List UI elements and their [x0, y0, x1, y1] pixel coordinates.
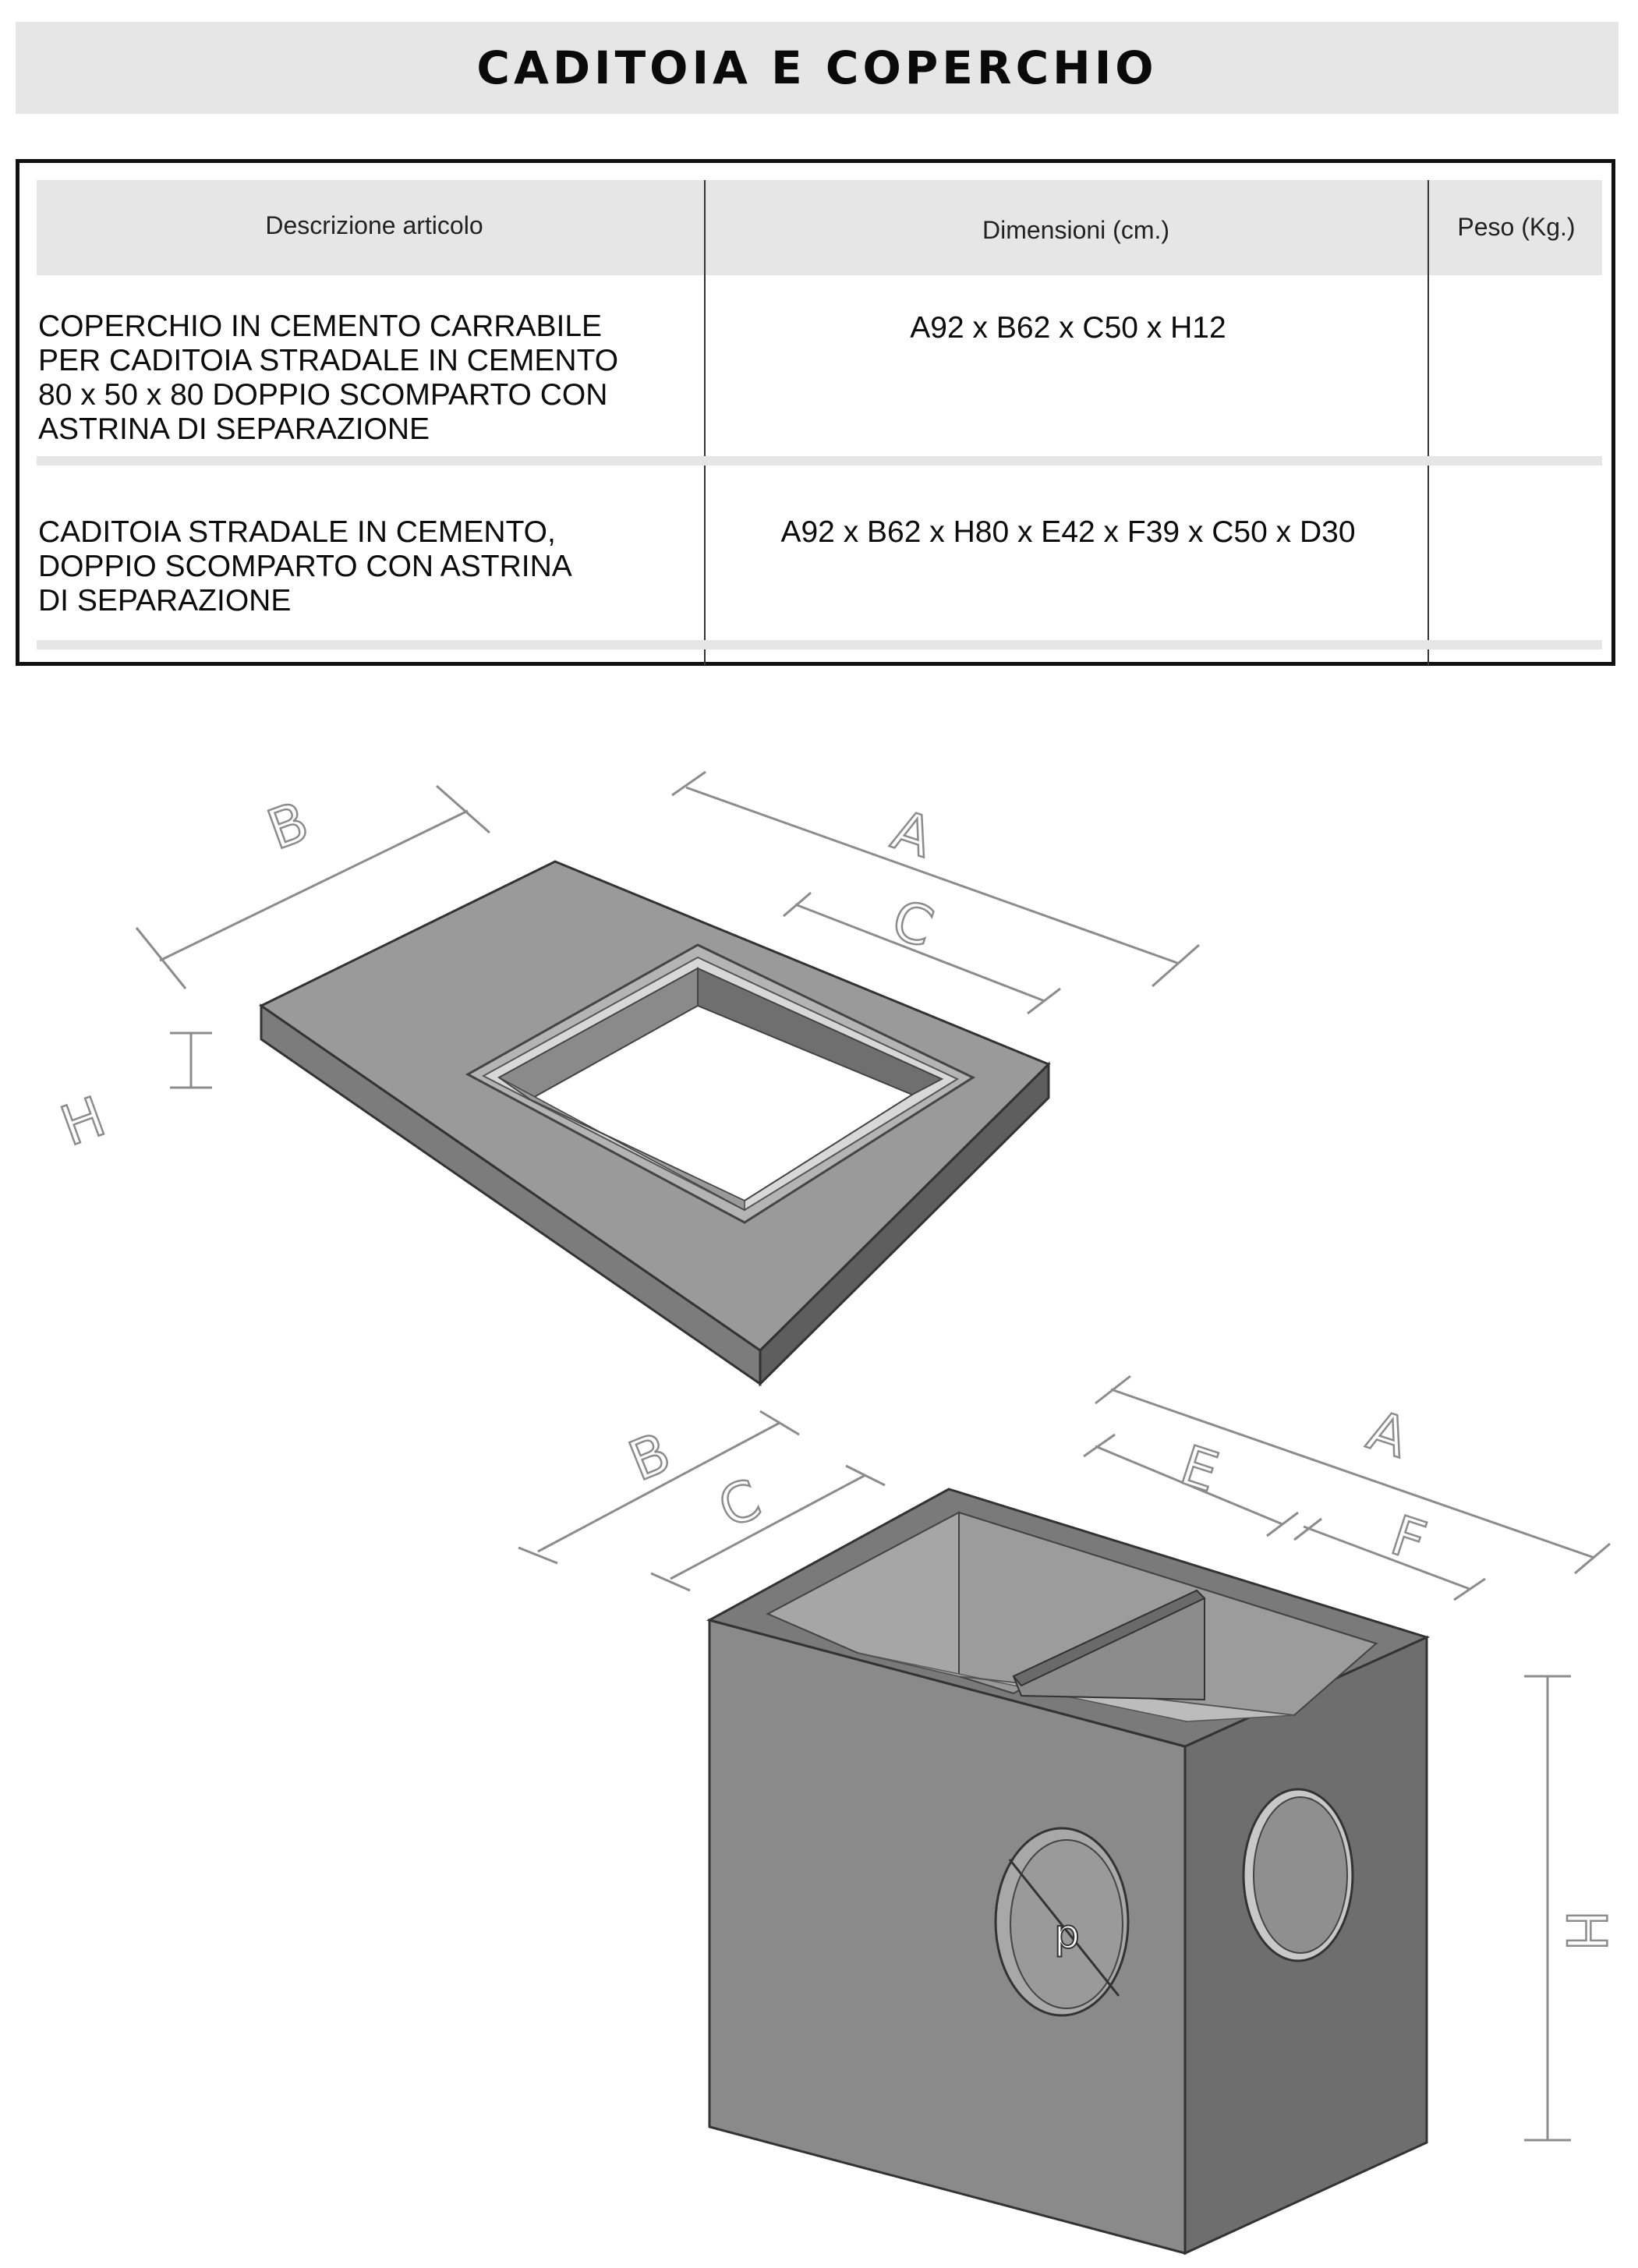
box-label-h: H [1554, 1910, 1618, 1951]
description-line: 80 x 50 x 80 DOPPIO SCOMPARTO CON [38, 378, 608, 412]
cover-label-h: H [53, 1084, 114, 1159]
column-divider [704, 180, 706, 665]
row1-description: COPERCHIO IN CEMENTO CARRABILE PER CADIT… [38, 310, 646, 447]
box-label-a: A [1360, 1398, 1416, 1470]
box-label-e: E [1173, 1433, 1226, 1505]
cover-label-a: A [885, 798, 940, 870]
drain-box-drawing: A E F B C H d [518, 1375, 1619, 2256]
header-description: Descrizione articolo [265, 211, 483, 239]
header-dimensions: Dimensioni (cm.) [982, 216, 1170, 244]
column-divider [1428, 180, 1429, 665]
description-line: ASTRINA DI SEPARAZIONE [38, 412, 430, 446]
description-line: DOPPIO SCOMPARTO CON ASTRINA [38, 550, 572, 583]
cover-label-c: C [885, 887, 941, 960]
description-line: CADITOIA STRADALE IN CEMENTO, [38, 515, 556, 549]
row-separator [37, 456, 1602, 465]
row2-dimensions: A92 x B62 x H80 x E42 x F39 x C50 x D30 [780, 515, 1356, 549]
description-line: PER CADITOIA STRADALE IN CEMENTO [38, 344, 619, 377]
description-line: COPERCHIO IN CEMENTO CARRABILE [38, 310, 603, 343]
product-table: Descrizione articolo Dimensioni (cm.) Pe… [16, 159, 1615, 666]
cover-label-b: B [260, 789, 317, 862]
title-bar: CADITOIA E COPERCHIO [16, 22, 1619, 114]
technical-drawing: B A C H [52, 770, 1619, 2256]
box-label-b: B [621, 1421, 679, 1494]
table-header [37, 180, 1602, 275]
description-line: DI SEPARAZIONE [38, 584, 292, 617]
page-title: CADITOIA E COPERCHIO [476, 41, 1158, 94]
box-label-f: F [1384, 1503, 1434, 1573]
box-label-d: d [1054, 1916, 1080, 1962]
row1-dimensions: A92 x B62 x C50 x H12 [910, 311, 1226, 345]
row2-description: CADITOIA STRADALE IN CEMENTO, DOPPIO SCO… [38, 515, 646, 618]
box-label-c: C [710, 1467, 769, 1540]
header-weight: Peso (Kg.) [1457, 213, 1576, 241]
cover-drawing: B A C H [52, 770, 1200, 1387]
row-separator [37, 640, 1602, 649]
